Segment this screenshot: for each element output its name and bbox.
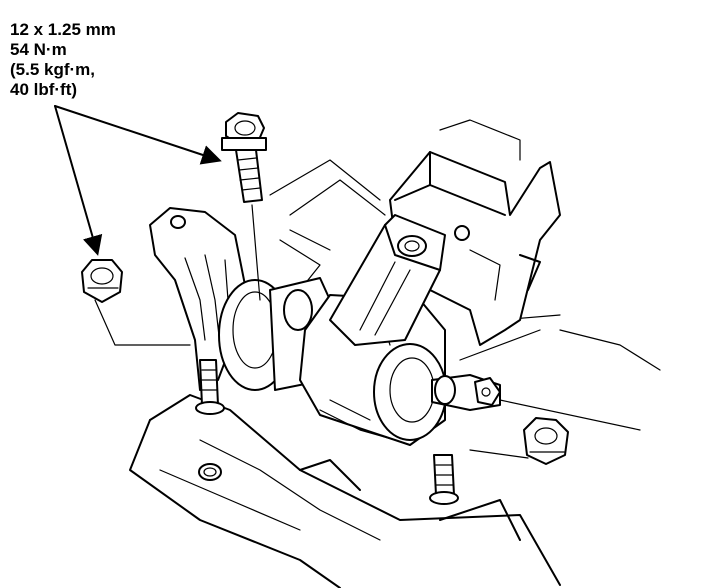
leader-arrow-bolt [54, 105, 222, 165]
torque-lbf-label: 40 lbf·ft) [10, 80, 78, 99]
through-bolt [431, 374, 641, 431]
engine-mount-body [218, 277, 447, 446]
leader-arrow-nut [54, 105, 103, 256]
transmission-bracket [389, 151, 561, 346]
subframe [129, 394, 561, 588]
flange-bolt [221, 112, 267, 301]
leader-arrows [54, 105, 222, 256]
flange-nut-left [81, 259, 191, 346]
strap-bolt-head [397, 235, 427, 257]
mount-hole [198, 463, 222, 481]
mount-strap [329, 214, 446, 346]
torque-kgf-label: (5.5 kgf·m, [10, 60, 96, 79]
torque-spec-callout: 12 x 1.25 mm 54 N·m (5.5 kgf·m, 40 lbf·f… [10, 20, 116, 100]
flange-nut-right [469, 417, 569, 465]
stud-left [199, 359, 219, 406]
torque-nm-label: 54 N·m [10, 40, 67, 59]
studs [195, 359, 459, 505]
thread-size-label: 12 x 1.25 mm [10, 20, 116, 39]
